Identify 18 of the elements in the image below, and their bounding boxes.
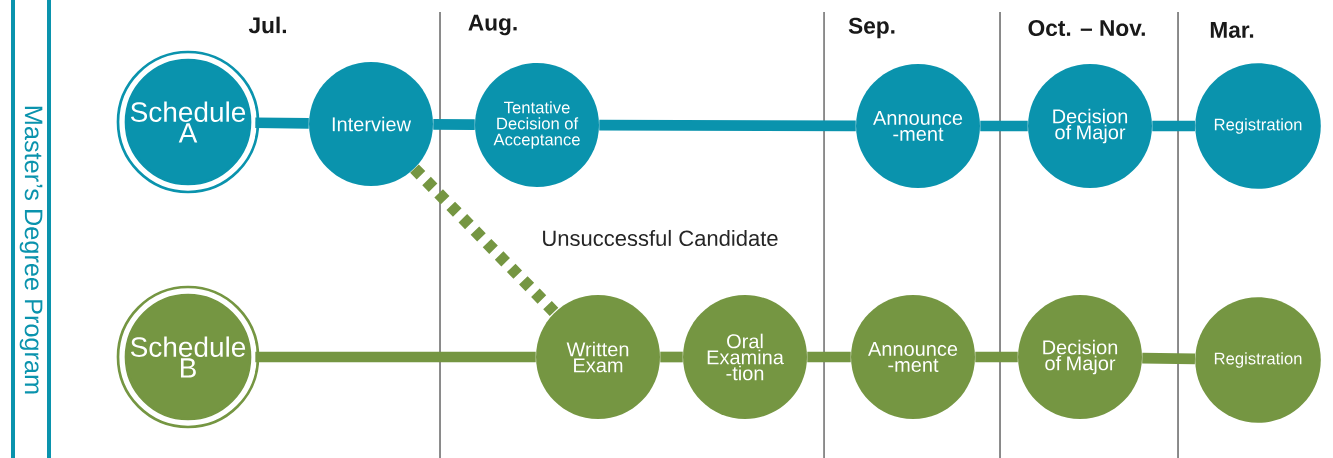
month-label: Sep. — [848, 17, 895, 39]
month-label: Oct. – Nov. — [1028, 20, 1145, 37]
month-label: Mar. — [1210, 22, 1254, 38]
connector-line — [255, 117, 309, 129]
connector-line — [807, 351, 851, 363]
connector-line — [975, 351, 1018, 363]
month-label: Aug. — [468, 14, 517, 36]
connector-line — [1142, 352, 1196, 365]
program-label-box: Master’s Degree Program — [11, 0, 51, 458]
connector-line — [660, 351, 683, 363]
connector-line — [599, 119, 856, 132]
connector-line — [1152, 120, 1195, 132]
connector-line — [433, 119, 475, 130]
edge-label: Unsuccessful Candidate — [540, 228, 780, 248]
connector-line — [410, 164, 559, 317]
connector-line — [255, 351, 536, 363]
month-label: Jul. — [248, 16, 286, 34]
connector-line — [980, 120, 1028, 132]
